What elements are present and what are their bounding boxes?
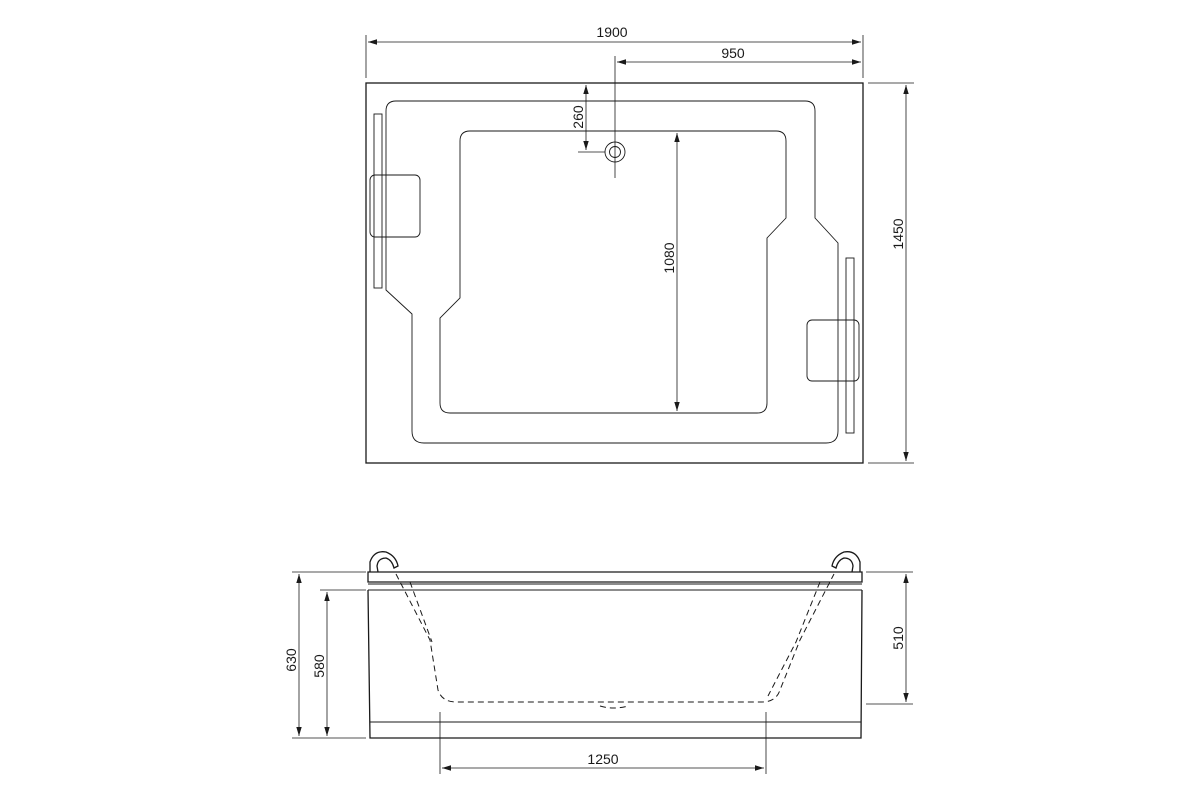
- rim: [367, 571, 863, 583]
- top-view: [365, 82, 864, 464]
- inner-basin-contour: [439, 130, 787, 414]
- left-handrail: [373, 113, 383, 289]
- dim-bottom-length: 1250: [587, 751, 618, 767]
- right-handrail: [845, 257, 855, 434]
- dim-total-length: 1900: [596, 24, 627, 40]
- dim-inner-length: 1080: [661, 242, 677, 273]
- left-headrest: [369, 174, 421, 238]
- dim-half-length: 950: [721, 45, 745, 61]
- side-dimensions: 630 580 510 1250: [283, 571, 913, 774]
- right-headrest: [806, 319, 860, 382]
- outer-rim: [365, 82, 864, 464]
- right-handle-icon: [831, 551, 861, 573]
- outer-basin-contour: [385, 100, 839, 444]
- dim-total-width: 1450: [890, 218, 906, 249]
- dim-body-height: 580: [311, 654, 327, 678]
- tub-body: [367, 589, 863, 739]
- left-handle-icon: [369, 551, 399, 573]
- dim-drain-offset: 260: [570, 105, 586, 129]
- side-view: [367, 551, 863, 739]
- top-dimensions: 1900 950 260 1080 1450: [365, 24, 914, 464]
- dim-total-height: 630: [283, 648, 299, 672]
- dim-depth: 510: [890, 626, 906, 650]
- hidden-basin-contour: [395, 573, 835, 703]
